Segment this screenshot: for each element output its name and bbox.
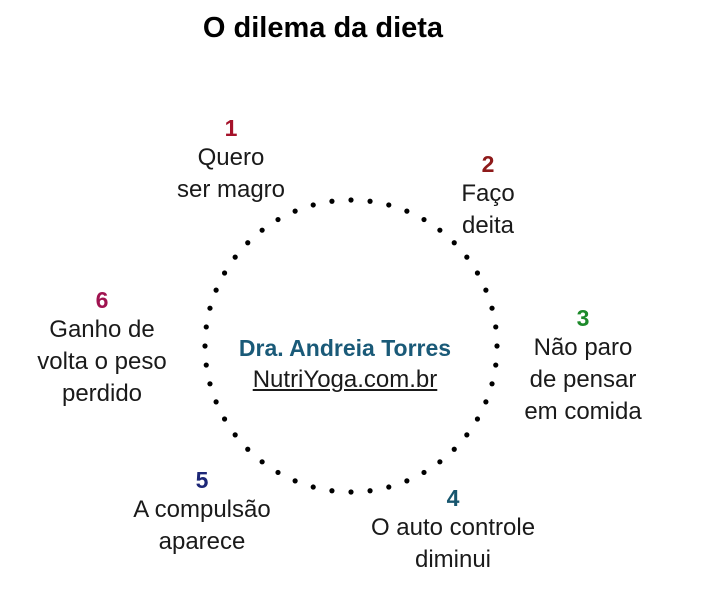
ring-dot <box>232 432 238 438</box>
ring-dot <box>437 227 443 233</box>
ring-dot <box>221 416 228 422</box>
step-5: 5 A compulsão aparece <box>112 466 292 558</box>
ring-dot <box>275 216 281 223</box>
page-title: O dilema da dieta <box>202 12 444 44</box>
ring-dot <box>493 324 499 330</box>
step-3-line-1: Não paro <box>533 334 633 361</box>
step-6-number: 6 <box>95 287 109 313</box>
ring-dot <box>275 469 281 476</box>
step-2-line-1: Faço <box>461 180 515 207</box>
step-4-line-2: diminui <box>414 546 492 573</box>
step-6-line-1: Ganho de <box>49 316 155 343</box>
ring-dot <box>367 198 373 204</box>
ring-dot <box>483 399 489 405</box>
step-5-line-1: A compulsão <box>133 496 271 523</box>
ring-dot <box>474 416 481 422</box>
ring-dot <box>221 270 228 276</box>
step-1: 1 Quero ser magro <box>161 114 301 206</box>
ring-dot <box>207 305 213 311</box>
step-3: 3 Não paro de pensar em comida <box>508 304 658 428</box>
ring-dot <box>421 469 427 476</box>
step-1-line-2: ser magro <box>176 176 286 203</box>
ring-dot <box>494 343 500 349</box>
ring-dot <box>474 270 481 276</box>
ring-dot <box>310 202 316 208</box>
step-6-line-3: perdido <box>61 380 143 407</box>
ring-dot <box>404 208 410 214</box>
ring-dot <box>203 324 209 330</box>
step-1-line-1: Quero <box>197 144 265 171</box>
ring-dot <box>245 240 251 246</box>
ring-dot <box>232 254 238 260</box>
ring-dot <box>483 287 489 293</box>
ring-dot <box>292 208 298 214</box>
ring-dot <box>310 484 316 490</box>
ring-dot <box>329 488 335 494</box>
ring-dot <box>259 459 265 465</box>
ring-dot <box>421 216 427 223</box>
ring-dot <box>493 362 499 368</box>
ring-dot <box>437 459 443 465</box>
ring-dot <box>245 446 251 452</box>
ring-dot <box>213 287 219 293</box>
ring-dot <box>348 489 354 495</box>
step-1-number: 1 <box>224 115 238 141</box>
step-2: 2 Faço deita <box>428 150 548 242</box>
ring-dot <box>386 202 392 208</box>
ring-dot <box>367 488 373 494</box>
ring-dot <box>202 343 208 349</box>
ring-dot <box>464 432 470 438</box>
ring-dot <box>329 198 335 204</box>
ring-dot <box>451 240 457 246</box>
ring-dot <box>348 197 354 203</box>
center-label: Dra. Andreia Torres NutriYoga.com.br <box>200 332 490 396</box>
step-5-number: 5 <box>195 467 209 493</box>
ring-dot <box>451 446 457 452</box>
ring-dot <box>464 254 470 260</box>
step-6: 6 Ganho de volta o peso perdido <box>22 286 182 410</box>
ring-dot <box>213 399 219 405</box>
step-3-line-2: de pensar <box>529 366 637 393</box>
step-5-line-2: aparece <box>158 528 246 555</box>
ring-dot <box>489 381 495 387</box>
ring-dot <box>207 381 213 387</box>
step-6-line-2: volta o peso <box>37 348 167 375</box>
author-name: Dra. Andreia Torres <box>238 335 452 361</box>
step-3-number: 3 <box>576 305 590 331</box>
step-2-number: 2 <box>481 151 495 177</box>
step-4-line-1: O auto controle <box>370 514 536 541</box>
ring-dot <box>292 478 298 484</box>
step-4-number: 4 <box>446 485 460 511</box>
website-link[interactable]: NutriYoga.com.br <box>252 366 438 393</box>
ring-dot <box>386 484 392 490</box>
step-2-line-2: deita <box>461 212 515 239</box>
step-4: 4 O auto controle diminui <box>348 484 558 576</box>
ring-dot <box>203 362 209 368</box>
ring-dot <box>259 227 265 233</box>
ring-dot <box>404 478 410 484</box>
ring-dot <box>489 305 495 311</box>
step-3-line-3: em comida <box>524 398 642 425</box>
